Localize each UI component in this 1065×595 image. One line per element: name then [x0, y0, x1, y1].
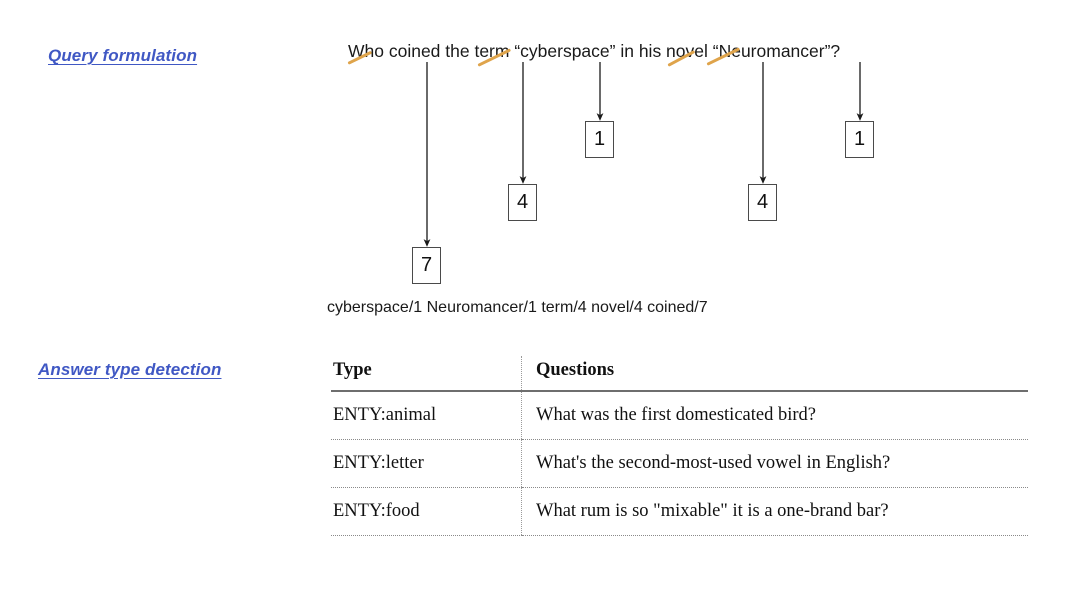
weight-box-coined: 7 [412, 247, 441, 284]
table-row: ENTY:animal What was the first domestica… [331, 391, 1028, 440]
cell-question: What was the first domesticated bird? [521, 391, 1028, 440]
cell-type: ENTY:food [331, 487, 522, 536]
table-row: ENTY:letter What's the second-most-used … [331, 439, 1028, 488]
table-row: ENTY:food What rum is so "mixable" it is… [331, 487, 1028, 536]
example-question-text: Who coined the term “cyberspace” in his … [348, 41, 841, 61]
table-header-row: Type Questions [331, 356, 1028, 392]
weight-box-term: 4 [508, 184, 537, 221]
cell-type: ENTY:letter [331, 439, 522, 488]
cell-question: What's the second-most-used vowel in Eng… [521, 439, 1028, 488]
weight-box-novel: 4 [748, 184, 777, 221]
token-weight-summary: cyberspace/1 Neuromancer/1 term/4 novel/… [327, 299, 708, 316]
section-label-answer-type-detection: Answer type detection [38, 360, 222, 379]
column-header-type: Type [331, 356, 522, 392]
cell-type: ENTY:animal [331, 391, 522, 440]
section-label-query-formulation: Query formulation [48, 46, 198, 65]
cell-question: What rum is so "mixable" it is a one-bra… [521, 487, 1028, 536]
answer-type-table: Type Questions ENTY:animal What was the … [331, 356, 1028, 536]
weight-box-neuromancer: 1 [845, 121, 874, 158]
weight-box-cyberspace: 1 [585, 121, 614, 158]
column-header-questions: Questions [521, 356, 1028, 392]
